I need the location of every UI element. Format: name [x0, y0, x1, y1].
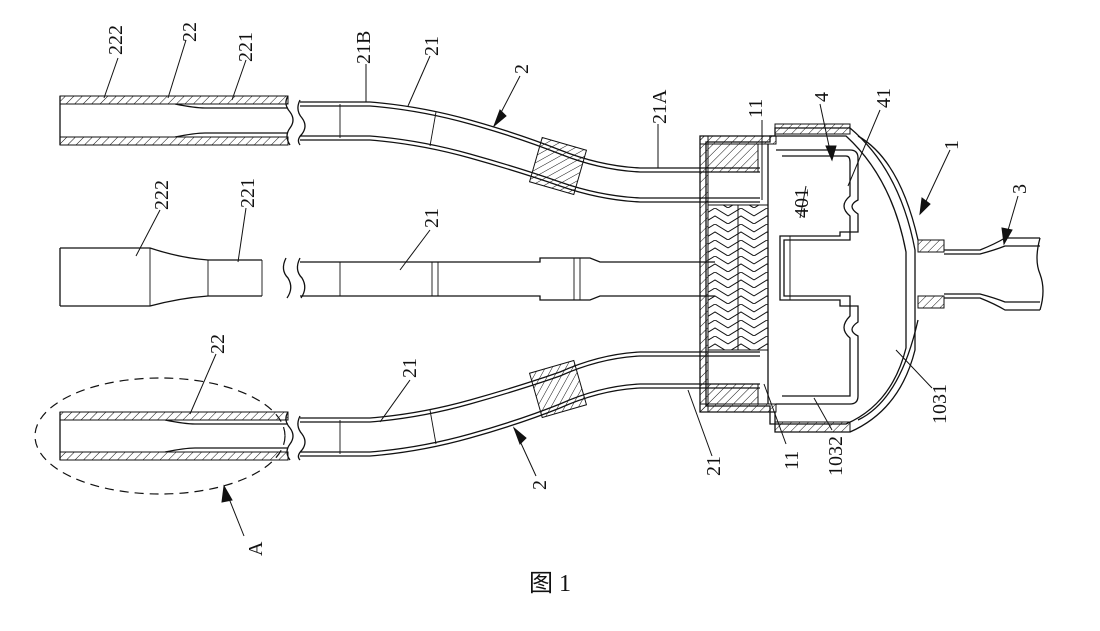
label-11-top: 11 [745, 99, 767, 118]
label-1031: 1031 [929, 384, 951, 424]
label-22-top: 22 [179, 22, 201, 42]
label-3: 3 [1009, 184, 1031, 194]
top-tube-assembly [59, 95, 760, 203]
label-401: 401 [791, 188, 813, 218]
label-221-mid: 221 [237, 178, 259, 208]
label-21-mid: 21 [421, 208, 443, 228]
label-2-bot: 2 [529, 480, 551, 490]
detail-A-outline [34, 377, 286, 495]
label-21-top: 21 [421, 36, 443, 56]
label-222-top: 222 [105, 25, 127, 55]
label-21A: 21A [649, 89, 671, 124]
top-tube-end-wall-upper [59, 95, 289, 105]
label-21-bot: 21 [399, 358, 421, 378]
label-A: A [245, 541, 267, 556]
label-22-bot: 22 [207, 334, 229, 354]
distributor-body [699, 123, 1044, 433]
leader-lines [103, 39, 1019, 537]
label-2-top: 2 [511, 64, 533, 74]
label-21B: 21B [353, 31, 375, 64]
label-221-top: 221 [235, 32, 257, 62]
label-1032: 1032 [825, 436, 847, 476]
label-1: 1 [941, 140, 963, 150]
reference-labels: 222 22 221 21B 21 2 21A 11 4 41 1 3 401 … [105, 22, 1031, 556]
top-tube-end-wall-lower [59, 136, 289, 146]
label-222-mid: 222 [151, 180, 173, 210]
label-21-bot2: 21 [703, 456, 725, 476]
middle-tube-assembly [59, 247, 715, 307]
label-11-bot: 11 [781, 451, 803, 470]
label-41: 41 [873, 88, 895, 108]
bottom-tube-assembly [34, 351, 760, 495]
label-4: 4 [811, 92, 833, 102]
figure-caption: 图 1 [529, 571, 571, 597]
